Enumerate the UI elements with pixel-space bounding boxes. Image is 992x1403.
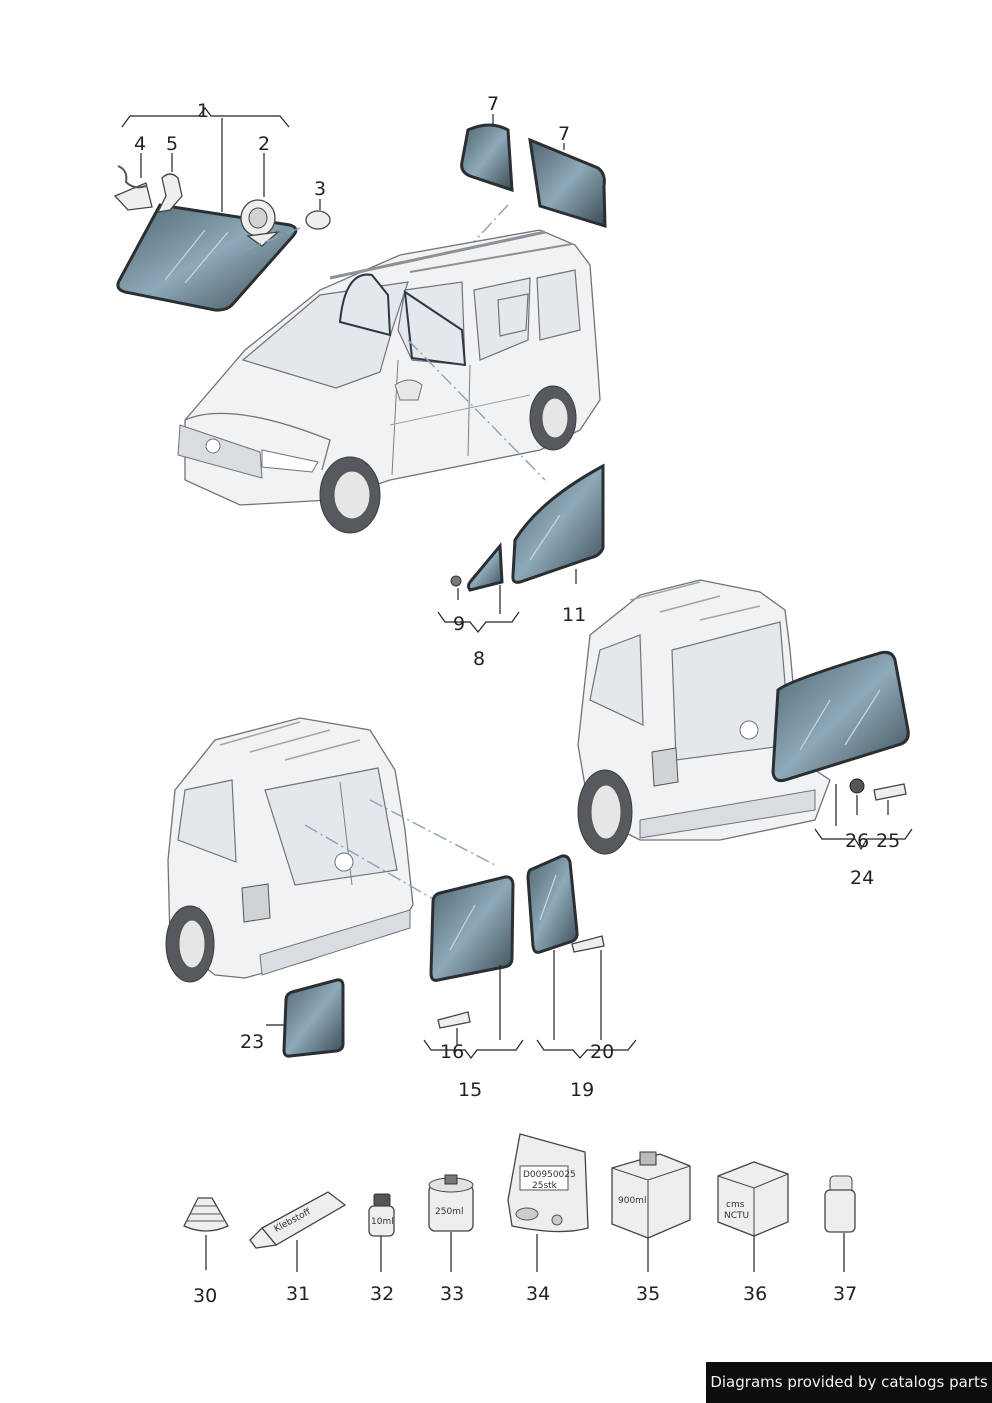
bottle-label: 10ml — [371, 1217, 394, 1227]
van-front-view — [177, 229, 601, 534]
rear-door-window-15 — [429, 875, 515, 982]
box36-label-1: cms — [726, 1200, 745, 1210]
can-label: 250ml — [435, 1207, 463, 1217]
clip-26 — [849, 778, 865, 794]
callout-26: 26 — [845, 830, 869, 852]
dash-left-door — [304, 824, 436, 901]
quarter-vent-glass — [467, 542, 504, 592]
callout-2: 2 — [258, 133, 270, 155]
callout-36: 36 — [743, 1283, 767, 1305]
callout-11: 11 — [562, 604, 586, 626]
rear-quarter-windows: 7 7 — [419, 93, 607, 301]
dash-door-window — [407, 339, 546, 481]
callout-9: 9 — [453, 613, 465, 635]
door-window-11 — [511, 463, 605, 584]
side-window-7b — [528, 137, 607, 229]
clip-9 — [450, 575, 462, 587]
rear-door-window-19 — [526, 854, 579, 954]
callout-24: 24 — [850, 867, 874, 889]
bracket-15 — [423, 1039, 524, 1059]
highlight-front-door-window — [403, 289, 467, 367]
callout-23: 23 — [240, 1031, 264, 1053]
callout-1: 1 — [197, 100, 209, 122]
cleaner-box-35: 900ml — [611, 1151, 691, 1239]
callout-33: 33 — [440, 1283, 464, 1305]
tailgate-window-24 — [771, 650, 910, 783]
bag-label-2: 25stk — [532, 1181, 558, 1191]
callout-8: 8 — [473, 648, 485, 670]
footer-credit: Diagrams provided by catalogs parts — [706, 1362, 992, 1403]
side-window-7a — [460, 123, 514, 193]
tailgate-window-group: 26 25 24 — [771, 650, 913, 889]
box35-label: 900ml — [618, 1196, 646, 1206]
box36-label-2: NCTU — [724, 1211, 749, 1221]
callout-4: 4 — [134, 133, 146, 155]
clip-bag-34: D00950025 25stk — [507, 1133, 589, 1233]
bracket-1 — [121, 107, 290, 128]
callout-37: 37 — [833, 1283, 857, 1305]
callout-3: 3 — [314, 178, 326, 200]
van-rear-view-left — [165, 717, 496, 983]
adhesive-tube-31: Klebstoff — [249, 1191, 347, 1249]
bracket-19 — [536, 1039, 637, 1059]
rain-sensor-part — [305, 210, 331, 230]
consumables-row: 30 Klebstoff 31 10ml 32 250ml 33 — [183, 1133, 857, 1307]
trim-25 — [873, 783, 907, 801]
callout-31: 31 — [286, 1283, 310, 1305]
callout-15: 15 — [458, 1079, 482, 1101]
primer-bottle-32: 10ml — [368, 1193, 395, 1237]
bracket-8 — [437, 611, 520, 633]
trim-16 — [437, 1011, 471, 1029]
callout-35: 35 — [636, 1283, 660, 1305]
bracket-24 — [814, 828, 913, 851]
windscreen-group: 1 4 5 2 3 — [113, 100, 331, 312]
side-window-23 — [282, 978, 345, 1058]
primer-can-33: 250ml — [428, 1174, 474, 1232]
callout-7a: 7 — [487, 93, 499, 115]
van-rear-view-right — [577, 579, 831, 855]
dash-3 — [244, 227, 301, 251]
rear-door-windows: 16 15 20 19 23 — [240, 854, 637, 1101]
kit-box-36: cms NCTU — [717, 1161, 789, 1237]
callout-25: 25 — [876, 830, 900, 852]
callout-19: 19 — [570, 1079, 594, 1101]
callout-16: 16 — [440, 1041, 464, 1063]
callout-7b: 7 — [558, 123, 570, 145]
bracket-part-5 — [156, 173, 183, 213]
bag-label-1: D00950025 — [523, 1170, 576, 1180]
activator-bottle-37 — [824, 1175, 856, 1233]
trim-20 — [571, 935, 605, 953]
callout-30: 30 — [193, 1285, 217, 1307]
callout-20: 20 — [590, 1041, 614, 1063]
callout-5: 5 — [166, 133, 178, 155]
highlight-roof-window — [338, 273, 392, 337]
callout-34: 34 — [526, 1283, 550, 1305]
front-door-windows: 11 9 8 — [437, 463, 605, 670]
callout-32: 32 — [370, 1283, 394, 1305]
